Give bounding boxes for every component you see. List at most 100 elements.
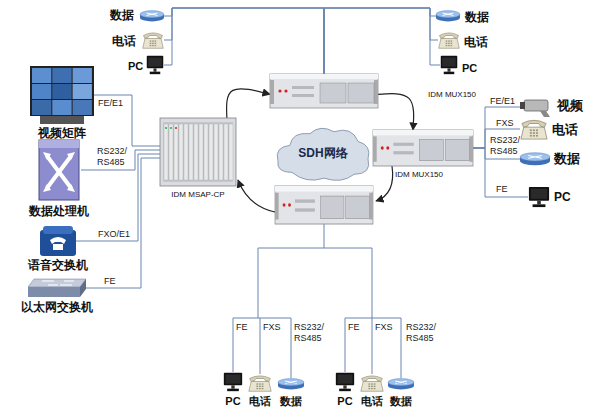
link-line	[324, 8, 438, 74]
router-arrows	[528, 156, 542, 159]
mux-ear	[469, 136, 473, 161]
wire	[401, 318, 402, 378]
link-line	[86, 158, 160, 288]
camera-body	[524, 100, 548, 111]
pc-icon	[146, 55, 164, 75]
router-top	[140, 11, 164, 18]
chassis-slot	[199, 124, 203, 180]
phone-key	[262, 388, 264, 389]
phone-key	[446, 45, 448, 46]
phone-terminal: 电话	[438, 31, 460, 49]
mux-top	[373, 130, 473, 135]
node-label: PC	[462, 62, 477, 75]
chassis-slot	[224, 124, 228, 180]
phone-key	[368, 383, 370, 384]
mux-led	[386, 146, 389, 149]
data-processor: 数据处理机	[37, 138, 81, 202]
pc-terminal: PC	[528, 186, 550, 208]
chassis-slot	[229, 124, 233, 180]
pc-icon	[528, 186, 550, 208]
link-line	[76, 154, 160, 241]
chassis-slot	[204, 124, 208, 180]
router-top	[436, 11, 460, 18]
mux-case	[373, 130, 473, 166]
phone-icon	[248, 374, 272, 392]
pc-screen	[148, 58, 162, 67]
switch-top	[28, 279, 86, 287]
phone-key	[152, 40, 154, 41]
wall-icon	[30, 66, 94, 124]
chassis-slot	[184, 124, 188, 180]
phone-key	[374, 388, 376, 389]
phone-key	[150, 45, 152, 46]
phone-terminal: 电话	[248, 374, 272, 392]
pc-screen	[531, 189, 548, 199]
msap-icon	[160, 118, 236, 186]
phone-key	[530, 129, 532, 131]
mux-module	[445, 140, 469, 161]
phone-key	[259, 386, 261, 387]
phone-terminal: 电话	[360, 374, 384, 392]
mux-unit	[275, 186, 373, 224]
wall-screen	[73, 68, 92, 83]
phone-key	[536, 135, 538, 137]
link-line	[324, 8, 440, 74]
pc-monitor	[224, 373, 242, 386]
phone-key	[446, 43, 448, 44]
phone-key	[152, 45, 154, 46]
pc-neck	[231, 385, 234, 388]
node-label: 视频矩阵	[22, 127, 102, 141]
mux-led	[288, 203, 291, 207]
node-label: 数据	[381, 395, 421, 408]
interface-label: RS232/ RS485	[294, 322, 330, 344]
mux-led	[381, 146, 384, 149]
interface-label: FE/E1	[98, 98, 132, 109]
wire	[258, 248, 259, 318]
pc-icon	[335, 372, 355, 392]
phone-key	[448, 40, 450, 41]
mux-ear	[373, 136, 377, 161]
mux-module	[419, 140, 443, 161]
phone-key	[256, 383, 258, 384]
phone-key	[451, 45, 453, 46]
switch-side	[80, 279, 86, 297]
wall-screen	[52, 84, 71, 99]
bottom-wires	[233, 224, 401, 378]
video-matrix: 视频矩阵	[30, 66, 94, 124]
pc-icon	[223, 372, 243, 392]
interface-label: RS232/ RS485	[406, 322, 442, 344]
node-label: PC	[325, 395, 365, 408]
mux-module	[320, 83, 346, 103]
link-line	[94, 95, 160, 146]
router-icon	[520, 152, 550, 166]
phone-key	[371, 388, 373, 389]
phone-key	[262, 386, 264, 387]
node-label: PC	[554, 191, 571, 205]
mux-icon	[270, 74, 378, 108]
router-arrows	[285, 381, 297, 383]
node-label: 电话	[352, 395, 392, 408]
pc-monitor	[336, 373, 354, 386]
phone-key	[533, 132, 535, 134]
interface-label: FE	[104, 276, 124, 287]
mux-led	[283, 203, 286, 207]
server-icon	[37, 138, 81, 202]
phone-key	[368, 386, 370, 387]
mux-panel-line	[393, 151, 413, 154]
pc-screen	[226, 375, 241, 384]
phone-key	[262, 383, 264, 384]
camera-mount	[540, 111, 550, 117]
phone-key	[150, 43, 152, 44]
wall-screen	[73, 84, 92, 99]
interface-label: FXS	[263, 322, 281, 333]
pc-neck	[537, 201, 541, 205]
phone-key	[530, 135, 532, 137]
interface-label: FE	[348, 322, 360, 333]
server-cross	[47, 156, 71, 188]
chassis-slot	[164, 124, 168, 180]
node-label: PC	[213, 395, 253, 408]
wire	[372, 318, 373, 374]
